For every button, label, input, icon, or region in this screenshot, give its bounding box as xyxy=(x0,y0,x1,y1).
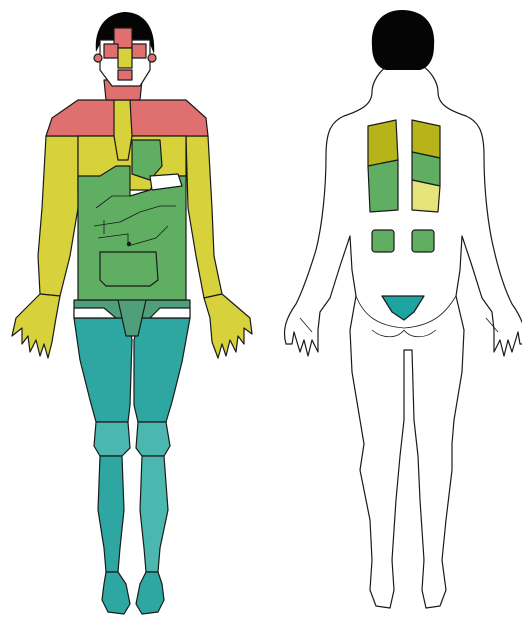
front-right-knee xyxy=(94,422,130,456)
front-left-shin xyxy=(140,456,168,572)
back-right-kidney xyxy=(372,230,394,252)
front-left-foot xyxy=(136,572,164,614)
back-right-lung-upper xyxy=(368,120,398,166)
front-left-hand xyxy=(204,294,252,358)
front-mouth-patch xyxy=(118,70,132,80)
front-figure xyxy=(12,12,252,614)
front-nose-patch xyxy=(118,48,132,68)
front-left-knee xyxy=(136,422,170,456)
back-figure xyxy=(284,10,522,608)
back-right-lung-lower xyxy=(368,160,398,212)
front-right-hand xyxy=(12,294,60,358)
front-right-ear xyxy=(94,54,102,62)
back-hair-icon xyxy=(372,10,434,70)
front-left-thigh xyxy=(134,318,190,422)
front-right-foot xyxy=(102,572,130,614)
front-stomach-region xyxy=(100,252,158,286)
front-right-shin xyxy=(98,456,124,572)
front-left-ear xyxy=(148,54,156,62)
back-left-lung-lower xyxy=(412,180,440,212)
front-right-upper-arm xyxy=(38,136,78,296)
front-left-upper-arm xyxy=(186,136,222,298)
front-right-thigh xyxy=(74,318,132,422)
front-sternum xyxy=(114,100,132,160)
front-left-eye-box xyxy=(132,44,146,58)
back-left-kidney xyxy=(412,230,434,252)
front-navel-dot xyxy=(127,242,131,246)
back-body-outline xyxy=(284,66,522,608)
front-right-eye-box xyxy=(104,44,118,58)
